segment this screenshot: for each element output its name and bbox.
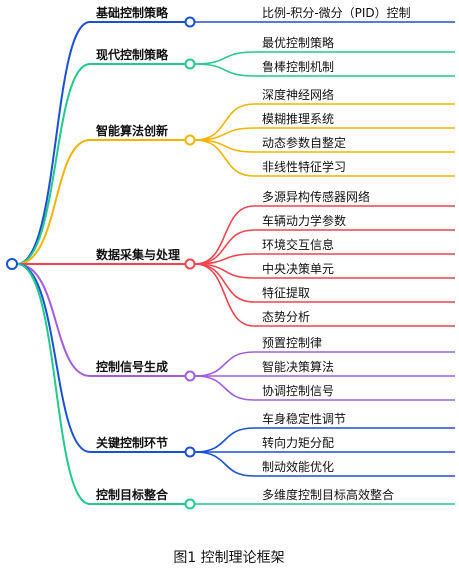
leaf-label: 深度神经网络 xyxy=(262,87,334,102)
branch-node-circle xyxy=(184,498,196,510)
branch-link xyxy=(16,139,185,265)
leaf-label: 最优控制策略 xyxy=(262,35,334,50)
leaf-label: 非线性特征学习 xyxy=(262,159,346,174)
leaf-label: 智能决策算法 xyxy=(262,359,334,374)
leaf-label: 多源异构传感器网络 xyxy=(262,189,370,204)
leaf-link xyxy=(194,427,455,453)
leaf-link xyxy=(194,263,455,327)
leaf-label: 比例-积分-微分（PID）控制 xyxy=(262,6,411,20)
leaf-label: 中央决策单元 xyxy=(262,261,334,276)
leaf-link xyxy=(194,205,455,265)
leaf-label: 动态参数自整定 xyxy=(262,135,346,150)
leaf-link xyxy=(194,51,455,65)
leaf-link xyxy=(194,451,455,477)
branch-node-circle xyxy=(184,58,196,70)
mind-map-nodes: 基础控制策略比例-积分-微分（PID）控制现代控制策略最优控制策略鲁棒控制机制智… xyxy=(6,5,411,510)
branch-node-circle xyxy=(184,134,196,146)
leaf-link xyxy=(194,139,455,153)
leaf-label: 车辆动力学参数 xyxy=(262,213,346,228)
leaf-link xyxy=(194,63,455,77)
branch-link xyxy=(16,63,185,265)
leaf-link xyxy=(194,139,455,177)
branch-label: 智能算法创新 xyxy=(95,123,168,138)
leaf-link xyxy=(194,103,455,141)
branch-link xyxy=(16,263,185,377)
branch-label: 基础控制策略 xyxy=(95,5,169,20)
branch-link xyxy=(16,263,185,505)
leaf-label: 协调控制信号 xyxy=(262,383,334,398)
leaf-label: 多维度控制目标高效整合 xyxy=(262,487,394,502)
leaf-link xyxy=(194,229,455,265)
branch-label: 现代控制策略 xyxy=(96,47,169,62)
leaf-label: 态势分析 xyxy=(262,310,310,324)
branch-label: 控制目标整合 xyxy=(96,487,169,502)
branch-node-circle xyxy=(184,446,196,458)
branch-label: 数据采集与处理 xyxy=(96,247,180,262)
leaf-link xyxy=(194,351,455,377)
branch-link xyxy=(16,263,185,453)
leaf-link xyxy=(194,253,455,265)
leaf-label: 车身稳定性调节 xyxy=(262,411,346,426)
leaf-label: 制动效能优化 xyxy=(262,459,334,474)
branch-node-circle xyxy=(184,16,196,28)
root-node-circle xyxy=(6,258,18,270)
branch-label: 关键控制环节 xyxy=(96,435,168,450)
leaf-link xyxy=(194,375,455,401)
leaf-label: 预置控制律 xyxy=(262,336,322,350)
branch-node-circle xyxy=(184,258,196,270)
leaf-label: 模糊推理系统 xyxy=(262,111,334,126)
mind-map-links xyxy=(16,21,455,505)
leaf-label: 特征提取 xyxy=(262,285,310,300)
leaf-label: 转向力矩分配 xyxy=(262,435,334,450)
leaf-label: 环境交互信息 xyxy=(262,237,334,252)
branch-label: 控制信号生成 xyxy=(96,359,168,374)
figure-caption: 图1 控制理论框架 xyxy=(173,550,284,566)
leaf-link xyxy=(194,127,455,141)
branch-link xyxy=(16,21,185,265)
leaf-link xyxy=(194,263,455,279)
leaf-label: 鲁棒控制机制 xyxy=(262,60,334,74)
branch-node-circle xyxy=(184,370,196,382)
